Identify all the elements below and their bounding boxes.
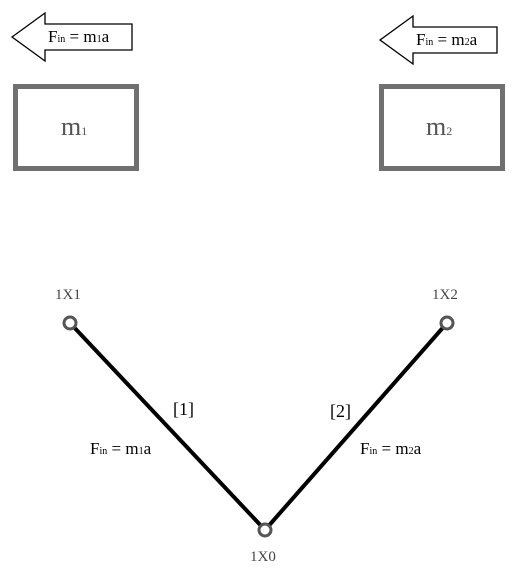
formula-sub: in bbox=[425, 37, 434, 48]
mass-base: m bbox=[61, 112, 82, 141]
formula-base: F bbox=[416, 30, 426, 49]
formula-rest: = m bbox=[65, 27, 97, 46]
formula-rest: = m bbox=[107, 439, 139, 458]
mass-sub: 2 bbox=[446, 124, 453, 138]
formula-sub: in bbox=[99, 446, 108, 457]
formula-rest: = m bbox=[433, 30, 465, 49]
mass-label-m2: m2 bbox=[426, 114, 452, 140]
member-2-line bbox=[263, 321, 449, 532]
formula-base: F bbox=[48, 27, 58, 46]
formula-sub2: 2 bbox=[408, 446, 414, 457]
node-x0 bbox=[257, 522, 273, 538]
mass-sub: 1 bbox=[81, 124, 88, 138]
mass-base: m bbox=[426, 112, 447, 141]
node-base: X bbox=[62, 287, 74, 303]
member-label-text: [1] bbox=[173, 399, 194, 419]
node-label-x1: 1X1 bbox=[55, 288, 81, 303]
node-label-x0: 1X0 bbox=[250, 550, 276, 565]
right-arrow-formula: Fin = m2a bbox=[416, 31, 477, 48]
member-1-label: [1] bbox=[173, 400, 194, 418]
formula-tail: a bbox=[469, 30, 478, 49]
member-label-text: [2] bbox=[330, 401, 351, 421]
mass-label-m1: m1 bbox=[61, 114, 87, 140]
node-base: X bbox=[257, 549, 269, 565]
node-x1 bbox=[62, 315, 78, 331]
member-2-label: [2] bbox=[330, 402, 351, 420]
member-1-force: Fin = m1a bbox=[90, 440, 151, 457]
formula-tail: a bbox=[101, 27, 110, 46]
formula-base: F bbox=[360, 439, 370, 458]
mass-box-m2 bbox=[379, 84, 505, 171]
node-x2 bbox=[439, 315, 455, 331]
left-force-arrow bbox=[10, 11, 133, 63]
member-2-force: Fin = m2a bbox=[360, 440, 421, 457]
member-1-line bbox=[68, 321, 267, 532]
node-lead: 1 bbox=[55, 287, 63, 303]
left-arrow-formula: Fin = m1a bbox=[48, 28, 109, 45]
formula-rest: = m bbox=[377, 439, 409, 458]
formula-sub: in bbox=[57, 34, 66, 45]
formula-base: F bbox=[90, 439, 100, 458]
node-lead: 1 bbox=[250, 549, 258, 565]
node-sub: 2 bbox=[450, 287, 458, 303]
formula-sub2: 2 bbox=[464, 37, 470, 48]
formula-tail: a bbox=[413, 439, 422, 458]
node-base: X bbox=[439, 287, 451, 303]
formula-sub2: 1 bbox=[138, 446, 144, 457]
node-lead: 1 bbox=[432, 287, 440, 303]
mass-box-m1 bbox=[13, 84, 139, 171]
formula-tail: a bbox=[143, 439, 152, 458]
right-force-arrow bbox=[378, 14, 498, 66]
formula-sub2: 1 bbox=[96, 34, 102, 45]
node-label-x2: 1X2 bbox=[432, 288, 458, 303]
node-sub: 0 bbox=[268, 549, 276, 565]
node-sub: 1 bbox=[73, 287, 81, 303]
formula-sub: in bbox=[369, 446, 378, 457]
